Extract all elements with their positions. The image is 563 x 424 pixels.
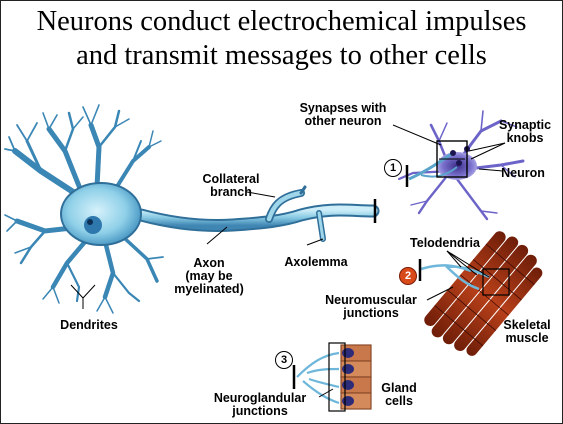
label-synapses: Synapses with other neuron: [288, 102, 398, 128]
label-gland-cells-line-2: cells: [373, 395, 425, 408]
label-synaptic-knobs: Synaptic knobs: [495, 119, 555, 145]
nucleus: [84, 216, 102, 234]
marker-1: 1: [384, 159, 402, 177]
label-gland-cells: Gland cells: [373, 382, 425, 408]
label-skeletal-muscle-line-2: muscle: [495, 332, 559, 345]
label-synaptic-knobs-line-2: knobs: [495, 132, 555, 145]
cell-body: [61, 183, 141, 245]
label-axon: Axon (may be myelinated): [171, 257, 247, 296]
label-neuroglandular-line-2: junctions: [201, 405, 319, 418]
marker-2: 2: [399, 267, 417, 285]
label-neuron: Neuron: [491, 167, 555, 180]
label-neuromuscular-line-2: junctions: [315, 307, 427, 320]
label-synapses-line-2: other neuron: [288, 115, 398, 128]
label-neuromuscular: Neuromuscular junctions: [315, 294, 427, 320]
label-skeletal-muscle: Skeletal muscle: [495, 319, 559, 345]
marker-3: 3: [275, 351, 293, 369]
label-telodendria: Telodendria: [399, 237, 491, 250]
label-neuroglandular: Neuroglandular junctions: [201, 392, 319, 418]
label-collateral-branch-line-2: branch: [196, 186, 266, 199]
label-dendrites: Dendrites: [49, 319, 129, 332]
label-collateral-branch: Collateral branch: [196, 173, 266, 199]
label-axon-line-3: myelinated): [171, 283, 247, 296]
label-axolemma: Axolemma: [275, 256, 357, 269]
